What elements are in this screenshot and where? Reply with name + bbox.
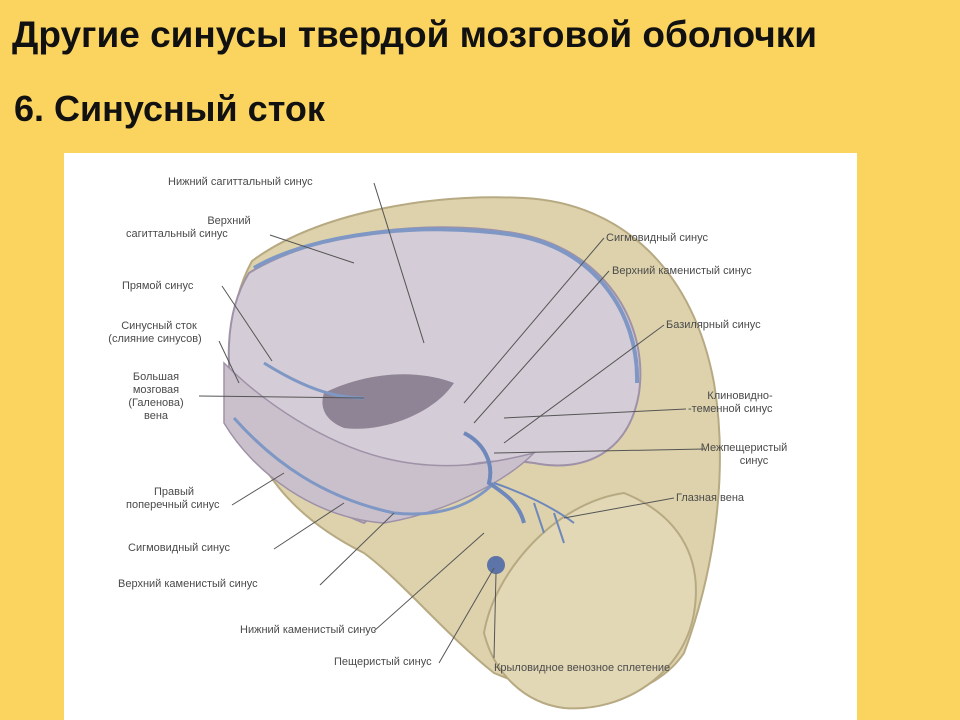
label-confluence-1: Синусный сток: [121, 320, 197, 332]
ophthalmic-vein-vessel: [493, 482, 575, 544]
label-great-cerebral-vein-2: мозговая: [132, 384, 180, 396]
label-intercavernous-sinus-1: Межпещеристый: [700, 442, 788, 454]
label-sigmoid-sinus-right: Сигмовидный синус: [606, 232, 708, 244]
label-inferior-petrosal-sinus: Нижний каменистый синус: [240, 624, 377, 636]
skull-sinus-illustration: Нижний сагиттальный синус Верхний сагитт…: [64, 153, 857, 720]
superior-sagittal-sinus-vessel: [252, 227, 640, 384]
label-ophthalmic-vein: Глазная вена: [676, 492, 745, 504]
label-confluence-2: (слияние синусов): [108, 333, 202, 345]
label-sigmoid-sinus-left: Сигмовидный синус: [128, 542, 230, 554]
label-superior-petrosal-sinus-left: Верхний каменистый синус: [118, 578, 258, 590]
pterygoid-plexus-vessel: [487, 556, 505, 574]
label-basilar-sinus: Базилярный синус: [666, 319, 761, 331]
label-right-transverse-sinus-1: Правый: [153, 486, 195, 498]
label-cavernous-sinus: Пещеристый синус: [334, 656, 432, 668]
label-sphenoparietal-sinus-1: Клиновидно-: [707, 390, 773, 402]
skull-drawing: [198, 182, 721, 710]
slide-subtitle: 6. Синусный сток: [14, 88, 325, 129]
transverse-sinus-vessel: [232, 417, 496, 516]
label-superior-sagittal-sinus-2: сагиттальный синус: [126, 228, 228, 240]
label-straight-sinus: Прямой синус: [122, 280, 194, 292]
cavernous-sinus-vessel: [463, 431, 526, 524]
label-sphenoparietal-sinus-2: -теменной синус: [688, 403, 773, 415]
slide-title: Другие синусы твердой мозговой оболочки: [12, 14, 817, 55]
label-great-cerebral-vein-4: вена: [143, 410, 169, 422]
label-inferior-sagittal-sinus: Нижний сагиттальный синус: [168, 176, 313, 188]
label-intercavernous-sinus-2: синус: [739, 455, 769, 467]
leader-lines: [198, 182, 705, 664]
label-right-transverse-sinus-2: поперечный синус: [126, 499, 220, 511]
label-superior-sagittal-sinus-1: Верхний: [207, 215, 251, 227]
skull-face: [482, 491, 697, 710]
label-pterygoid-venous-plexus: Крыловидное венозное сплетение: [494, 662, 671, 674]
label-great-cerebral-vein-1: Большая: [132, 371, 180, 383]
label-great-cerebral-vein-3: (Галенова): [128, 397, 184, 409]
tentorial-notch: [322, 374, 454, 429]
label-superior-petrosal-sinus-right: Верхний каменистый синус: [612, 265, 752, 277]
tentorium: [223, 361, 537, 524]
